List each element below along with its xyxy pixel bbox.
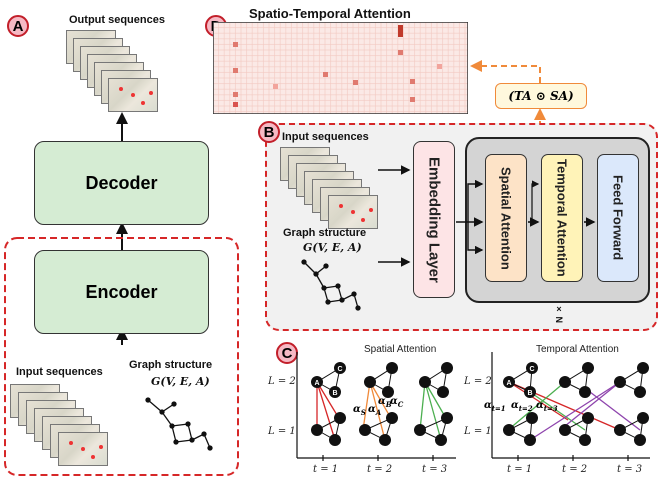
panel-b-badge: B	[258, 121, 280, 143]
time-2-label-left: t = 2	[367, 464, 393, 475]
time-3-label-left: t = 3	[422, 464, 448, 475]
temporal-attention-title-c: Temporal Attention	[536, 344, 619, 355]
alpha-t1-label: αt=1	[484, 400, 506, 413]
attention-heatmap	[213, 22, 468, 114]
alpha-t3-label: αt=3	[536, 400, 558, 413]
spatial-attention-block: Spatial Attention	[485, 154, 527, 282]
node-c-label: C	[337, 366, 342, 373]
layer-1-label-left: L = 1	[268, 426, 296, 437]
time-3-label-right: t = 3	[617, 464, 643, 475]
graph-formula-a: G(V, E, A)	[151, 375, 210, 388]
feed-forward-label: Feed Forward	[610, 175, 626, 261]
feed-forward-block: Feed Forward	[597, 154, 639, 282]
layer-1-label-right: L = 1	[464, 426, 492, 437]
node-a-label: A	[506, 380, 511, 387]
output-sequences-label: Output sequences	[69, 14, 165, 26]
repeat-n-label: × N	[554, 304, 564, 323]
time-1-label-right: t = 1	[507, 464, 533, 475]
alpha-t2-label: αt=2	[511, 400, 533, 413]
graph-structure-label-a: Graph structure	[129, 359, 213, 371]
ta-sa-formula: (TA ⊙ SA)	[508, 89, 574, 103]
spatial-attention-label: Spatial Attention	[498, 166, 514, 270]
alpha-b-label: αB	[378, 396, 392, 409]
node-c-label: C	[529, 366, 534, 373]
alpha-s-label: αS	[353, 404, 366, 417]
alpha-c-label: αC	[390, 396, 404, 409]
time-2-label-right: t = 2	[562, 464, 588, 475]
panel-a-badge: A	[7, 15, 29, 37]
embedding-layer-label: Embedding Layer	[425, 156, 443, 283]
time-1-label-left: t = 1	[313, 464, 339, 475]
graph-structure-icon-a	[145, 397, 213, 451]
spatio-temporal-title: Spatio-Temporal Attention	[249, 6, 411, 21]
encoder-block: Encoder	[34, 250, 209, 334]
temporal-attention-label: Temporal Attention	[554, 159, 570, 277]
input-sequences-label-a: Input sequences	[16, 366, 103, 378]
layer-2-label-left: L = 2	[268, 376, 296, 387]
graph-formula-b: G(V, E, A)	[303, 241, 362, 254]
layer-2-label-right: L = 2	[464, 376, 492, 387]
decoder-block: Decoder	[34, 141, 209, 225]
spatial-attention-title-c: Spatial Attention	[364, 344, 437, 355]
node-b-label: B	[332, 390, 337, 397]
node-b-label: B	[527, 390, 532, 397]
embedding-layer-block: Embedding Layer	[413, 141, 455, 298]
input-sequences-label-b: Input sequences	[282, 131, 369, 143]
temporal-attention-block: Temporal Attention	[541, 154, 583, 282]
alpha-a-label: αA	[368, 404, 382, 417]
node-a-label: A	[314, 380, 319, 387]
graph-structure-label-b: Graph structure	[283, 227, 367, 239]
graph-structure-icon-b	[301, 259, 361, 311]
